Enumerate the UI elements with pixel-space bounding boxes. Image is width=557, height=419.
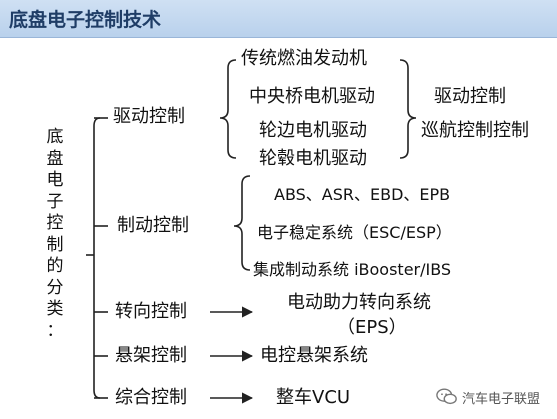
wechat-bubble-icon <box>436 388 457 405</box>
drive-item: 轮边电机驱动 <box>259 120 367 141</box>
root-label: 底 盘 电 子 控 制 的 分 类 ： <box>44 127 66 342</box>
root-char: 分 <box>46 277 64 298</box>
brake-item: 电子稳定系统（ESC/ESP） <box>257 223 452 242</box>
root-char: 的 <box>46 256 64 276</box>
drive-sub-item: 巡航控制控制 <box>421 120 529 141</box>
root-char: ： <box>46 320 64 341</box>
root-char: 子 <box>46 191 64 212</box>
root-char: 电 <box>46 170 64 190</box>
category-drive: 驱动控制 <box>113 106 185 127</box>
watermark: 汽车电子联盟 <box>436 386 540 408</box>
category-steering: 转向控制 <box>115 301 187 322</box>
category-suspension: 悬架控制 <box>115 345 187 366</box>
title-bar: 底盘电子控制技术 <box>0 0 557 38</box>
root-char: 类 <box>46 299 64 319</box>
drive-right-brace <box>399 59 417 159</box>
category-brake: 制动控制 <box>117 215 189 236</box>
brake-item: 集成制动系统 iBooster/IBS <box>253 260 452 279</box>
integrated-target: 整车VCU <box>276 387 351 408</box>
steering-target: 电动助力转向系统 <box>287 292 431 313</box>
drive-brace <box>219 59 237 159</box>
suspension-target: 电控悬架系统 <box>260 345 368 366</box>
drive-item: 中央桥电机驱动 <box>249 86 375 107</box>
drive-item: 传统燃油发动机 <box>241 48 367 69</box>
root-char: 底 <box>46 127 64 147</box>
root-brace <box>93 117 101 399</box>
brake-brace <box>233 175 251 271</box>
root-char: 盘 <box>46 148 64 169</box>
watermark-text: 汽车电子联盟 <box>462 391 541 407</box>
drive-item: 轮毂电机驱动 <box>259 148 367 169</box>
category-integrated: 综合控制 <box>115 387 187 408</box>
brake-item: ABS、ASR、EBD、EPB <box>274 185 451 204</box>
root-char: 制 <box>46 234 64 255</box>
root-char: 控 <box>46 213 64 233</box>
drive-sub-item: 驱动控制 <box>434 86 506 107</box>
slide-title: 底盘电子控制技术 <box>9 9 162 31</box>
steering-target-abbr: （EPS） <box>337 317 407 338</box>
